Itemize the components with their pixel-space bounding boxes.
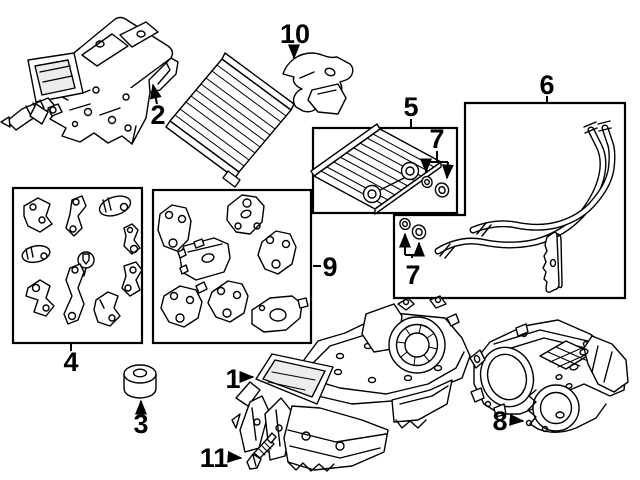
callout-2-label: 2 bbox=[150, 100, 165, 130]
part-2-upper-hvac-housing-drawing bbox=[0, 16, 179, 145]
part-7-oring-pair-b-drawing bbox=[399, 217, 427, 240]
part-5-heater-core-drawing bbox=[310, 123, 442, 215]
callout-3: 3 bbox=[133, 399, 149, 439]
part-9-actuator-kit-drawing bbox=[157, 194, 309, 333]
part-10-evaporator-core-drawing bbox=[165, 52, 354, 188]
callout-7a-arrow-right bbox=[441, 161, 454, 180]
callout-1: 1 bbox=[225, 364, 255, 394]
part-3-grommet-drawing bbox=[123, 364, 157, 399]
callout-3-label: 3 bbox=[133, 409, 148, 439]
part-9-group-box bbox=[151, 188, 313, 345]
callout-8: 8 bbox=[492, 406, 525, 436]
callout-4-label: 4 bbox=[63, 347, 78, 377]
callout-11-label: 11 bbox=[200, 443, 229, 473]
part-7-oring-pair-a-drawing bbox=[421, 175, 450, 198]
callout-9: 9 bbox=[313, 252, 338, 282]
callout-9-label: 9 bbox=[322, 252, 337, 282]
part-4-group-box bbox=[11, 186, 144, 345]
callout-1-label: 1 bbox=[225, 364, 240, 394]
part-8-rear-blower-assembly-drawing bbox=[469, 319, 629, 433]
callout-7b-label: 7 bbox=[405, 260, 420, 290]
part-1-rear-hvac-unit-drawing bbox=[231, 295, 471, 472]
callout-2-arrow bbox=[149, 83, 162, 105]
callout-7b-bracket bbox=[405, 254, 419, 258]
callout-5: 5 bbox=[403, 92, 419, 127]
callout-5-label: 5 bbox=[403, 92, 418, 122]
callout-10-label: 10 bbox=[280, 19, 310, 49]
callout-6: 6 bbox=[539, 70, 555, 102]
callout-6-label: 6 bbox=[539, 70, 554, 100]
callout-7a-label: 7 bbox=[429, 124, 444, 154]
callout-2: 2 bbox=[149, 83, 166, 130]
callout-10: 10 bbox=[280, 19, 310, 60]
callout-11-arrow bbox=[227, 450, 243, 463]
part-9-group bbox=[151, 188, 313, 345]
part-6-group bbox=[392, 101, 627, 300]
callout-7a: 7 bbox=[420, 124, 454, 180]
callout-8-arrow bbox=[509, 413, 525, 426]
part-6-heater-pipes-drawing bbox=[434, 120, 616, 293]
callout-7b: 7 bbox=[399, 232, 425, 290]
part-11-sensor-bolt-drawing bbox=[246, 432, 277, 470]
callout-8-label: 8 bbox=[492, 406, 507, 436]
callout-4: 4 bbox=[63, 344, 79, 377]
part-6-group-box bbox=[392, 101, 627, 300]
callout-11: 11 bbox=[200, 443, 243, 473]
part-4-lever-kit-drawing bbox=[21, 195, 143, 327]
part-5-group bbox=[310, 123, 459, 215]
part-4-group bbox=[11, 186, 144, 345]
